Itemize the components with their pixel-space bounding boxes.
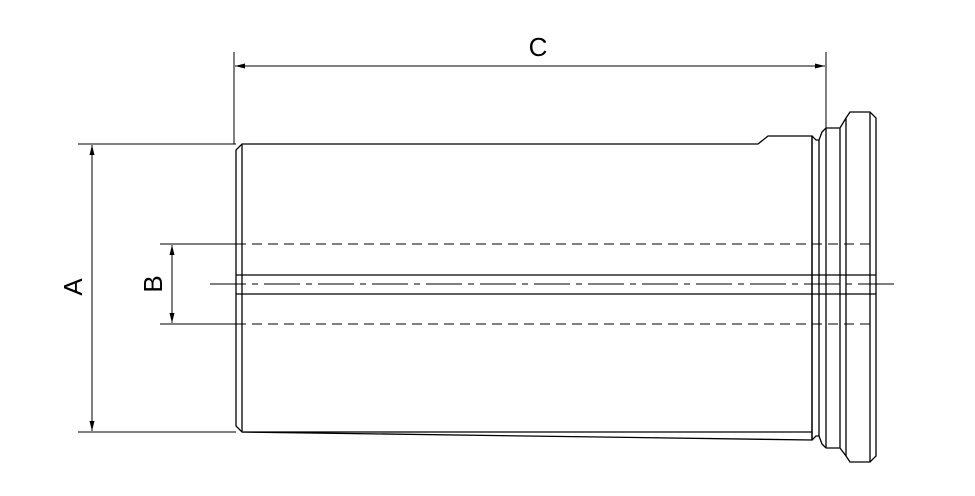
sleeve-body	[235, 135, 813, 441]
groove-section	[811, 127, 827, 449]
body-outline	[235, 135, 813, 441]
dimension-a: A	[58, 143, 236, 433]
dimension-label-b: B	[138, 275, 168, 292]
slot-band	[236, 274, 876, 295]
dimension-label-c: C	[529, 32, 548, 62]
flange	[826, 111, 877, 463]
dimension-b: B	[138, 243, 236, 325]
hidden-bore-lines	[236, 243, 876, 325]
dimension-label-a: A	[58, 278, 88, 296]
groove-shoulder-bottom	[811, 435, 827, 449]
dimension-c: C	[233, 32, 827, 144]
flange-outline	[826, 111, 877, 463]
groove-shoulder-top	[811, 127, 827, 141]
